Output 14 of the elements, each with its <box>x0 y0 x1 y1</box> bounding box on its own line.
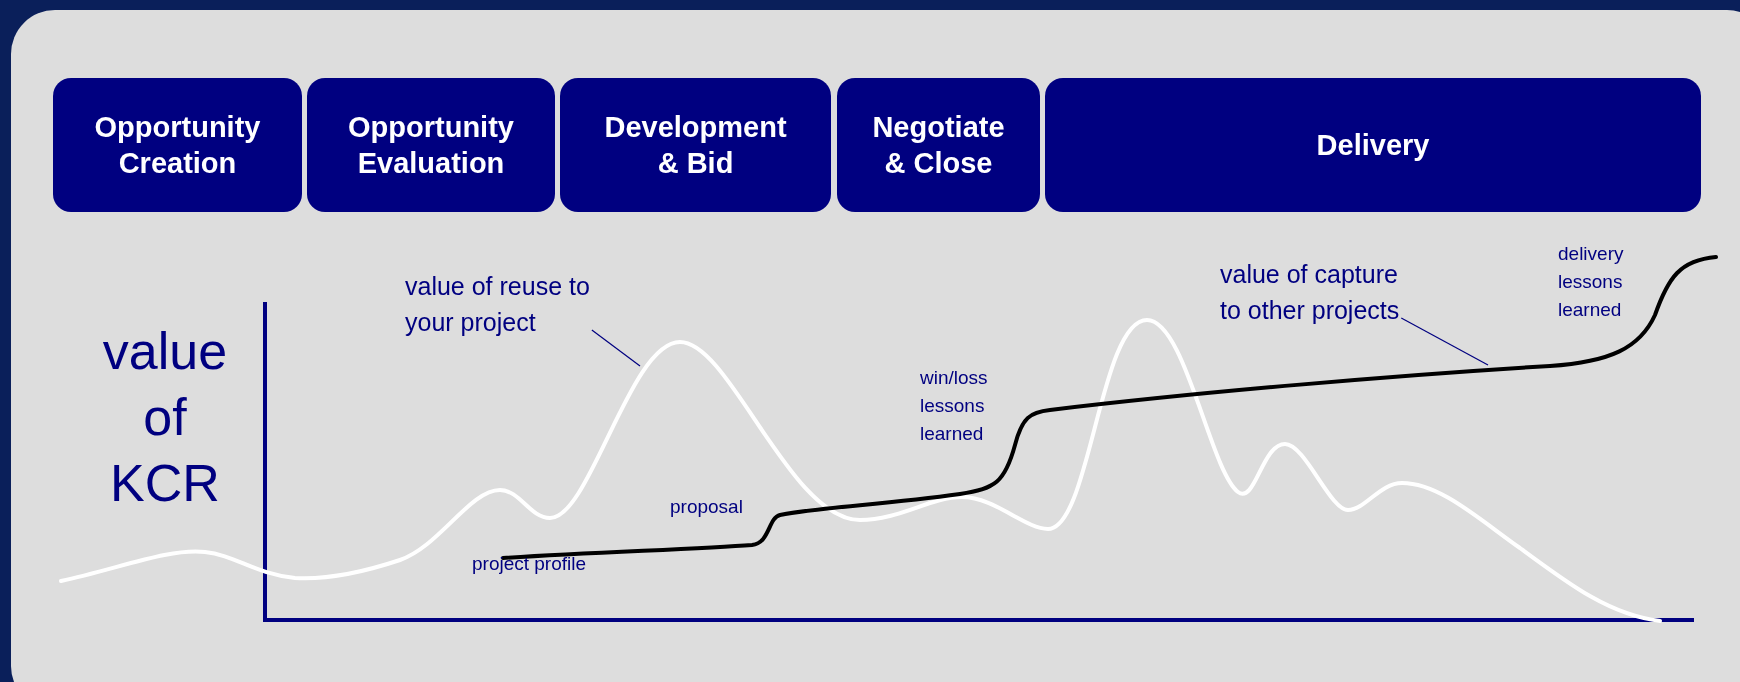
axis-title: value of KCR <box>101 321 229 514</box>
phase-box: Delivery <box>1045 78 1701 212</box>
curve-label: proposal <box>670 495 744 519</box>
curve-caption: value of capture to other projects <box>1220 256 1425 328</box>
curve-caption: value of reuse to your project <box>405 268 595 340</box>
phase-box: Negotiate & Close <box>837 78 1040 212</box>
curve-label: project profile <box>472 552 588 576</box>
phase-box: Development & Bid <box>560 78 831 212</box>
leader-line <box>591 329 641 367</box>
leader-line <box>1400 317 1489 366</box>
phase-box: Opportunity Creation <box>53 78 302 212</box>
curve-label: win/loss lessons learned <box>920 366 989 446</box>
curve-label: delivery lessons learned <box>1558 242 1625 322</box>
phase-box: Opportunity Evaluation <box>307 78 555 212</box>
